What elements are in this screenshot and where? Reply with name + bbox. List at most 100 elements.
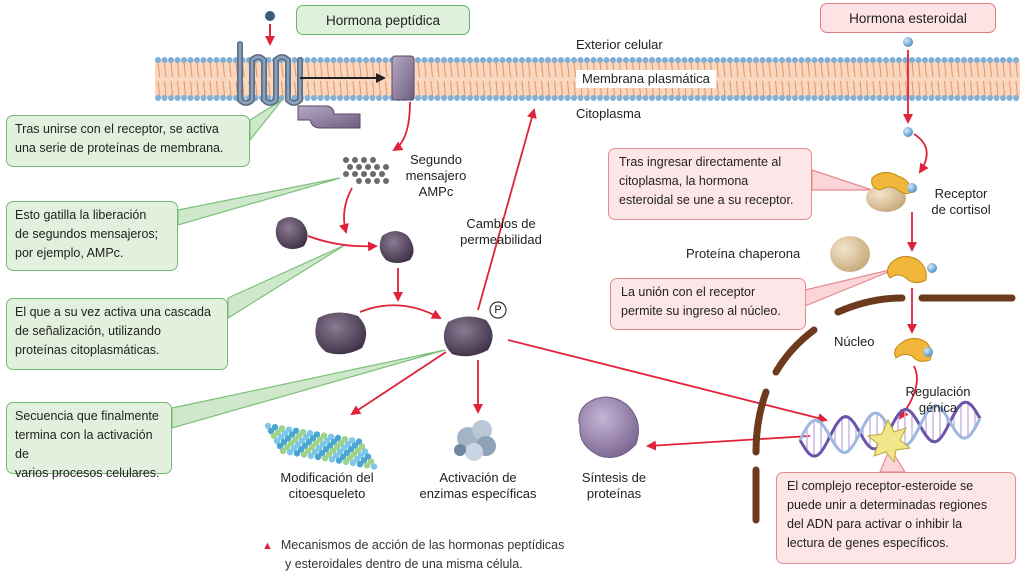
lipid-head [623,57,629,63]
arrow-protein1-activation [307,235,378,252]
lipid-head [798,95,805,101]
lipid-head [577,95,584,101]
lipid-tail [554,80,557,97]
connector-note-3 [227,244,346,320]
membrane-receptor [237,41,303,106]
gene-regulation-label: Regulación génica [900,384,976,416]
lipid-tail [989,80,992,97]
lipid-tail [333,80,336,97]
lipid-head [766,95,772,101]
lipid-tail [918,80,921,97]
lipid-tail [216,80,219,97]
cytoplasm-label: Citoplasma [576,106,642,121]
label-line: citoesqueleto [288,486,366,501]
lipid-tail [794,61,797,78]
lipid-tail [957,61,960,78]
lipid-head [558,95,564,101]
lipid-head [434,95,441,101]
lipid-tail [437,80,440,97]
note-line: esteroidal se une a su receptor. [619,193,794,207]
tubulin-subunit [283,444,291,451]
lipid-head [155,57,161,63]
lipid-tail [203,61,206,78]
lipid-head [330,57,337,63]
lipid-head [356,57,363,63]
lipid-tail [541,61,544,78]
lipid-tail [918,61,921,78]
lipid-tail [209,80,212,97]
lipid-tail [294,80,297,97]
lipid-head [194,57,200,63]
lipid-tail [352,80,355,97]
lipid-head [584,57,590,63]
lipid-tail [346,61,349,78]
lipid-tail [879,80,882,97]
lipid-head [883,57,889,63]
lipid-head [506,57,512,63]
lipid-tail [827,61,830,78]
lipid-tail [749,61,752,78]
lipid-tail [424,61,427,78]
lipid-tail [957,80,960,97]
lipid-head [668,95,675,101]
hormone-receptor-complex [886,256,937,284]
lipid-tail [469,61,472,78]
lipid-head [954,95,961,101]
label-line: Receptor [934,186,988,201]
membrane-label: Membrana plasmática [576,70,716,88]
tubulin-subunit [357,452,365,459]
ampc-molecule [379,171,385,177]
lipid-head [993,95,1000,101]
label-line: proteínas [586,486,642,501]
lipid-tail [430,61,433,78]
label-line: Síntesis de [581,470,647,485]
tubulin-subunit [297,446,305,453]
lipid-head [896,95,902,101]
lipid-tail [1015,80,1018,97]
lipid-tail [723,61,726,78]
lipid-tail [190,80,193,97]
lipid-head [161,95,168,101]
lipid-head [727,57,733,63]
tubulin-subunit [342,458,350,465]
lipid-head [792,57,798,63]
ampc-molecule [370,171,376,177]
lipid-tail [905,61,908,78]
lipid-head [200,57,207,63]
lipid-tail [833,80,836,97]
lipid-tail [963,61,966,78]
tubulin-subunit [354,447,362,454]
lipid-head [441,57,447,63]
cortisol-receptor-complex [866,172,917,212]
cortisol-receptor-label: Receptor de cortisol [918,186,1004,218]
lipid-tail [729,80,732,97]
tubulin-subunit [273,437,281,445]
lipid-head [532,57,538,63]
lipid-head [226,57,233,63]
tubulin-subunit [343,449,351,457]
lipid-head [317,57,324,63]
note-line: citoplasma, la hormona [619,174,749,188]
lipid-head [1000,95,1006,101]
tubulin-subunit [349,459,357,467]
lipid-head [467,57,473,63]
note-dna-binding: El complejo receptor-esteroide se puede … [776,472,1016,564]
lipid-tail [762,80,765,97]
lipid-head [1000,57,1006,63]
lipid-head [564,95,571,101]
tubulin-subunit [353,456,361,463]
tubulin-subunit [340,444,348,452]
lipid-head [356,95,363,101]
lipid-tail [885,61,888,78]
lipid-head [844,95,850,101]
arrow-to-gene-regulation [507,339,828,423]
lipid-head [642,57,649,63]
lipid-tail [365,61,368,78]
lipid-head [889,57,896,63]
note-cellular-processes: Secuencia que finalmente termina con la … [6,402,172,480]
lipid-tail [755,80,758,97]
lipid-tail [573,61,576,78]
lipid-head [603,57,610,63]
lipid-head [870,95,876,101]
lipid-tail [495,80,498,97]
